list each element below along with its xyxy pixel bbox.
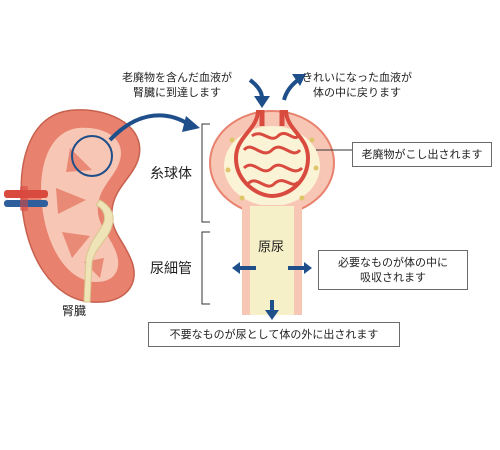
kidney-illustration: [4, 109, 141, 303]
reabsorb-callout-line2: 吸収されます: [360, 271, 426, 284]
filter-callout-text: 老廃物がこし出されます: [361, 148, 483, 161]
inflow-arrowhead: [254, 96, 270, 108]
outflow-caption-line2: 体の中に戻ります: [313, 86, 401, 99]
tubule-label: 尿細管: [150, 261, 192, 277]
inflow-arrow: [248, 78, 264, 99]
zoom-connector-arrow: [108, 113, 192, 142]
reabsorb-callout: 必要なものが体の中に 吸収されます: [318, 250, 468, 290]
inflow-caption-line2: 腎臓に到達します: [133, 86, 221, 99]
filter-callout: 老廃物がこし出されます: [352, 142, 492, 167]
zoom-connector-arrowhead: [182, 116, 200, 132]
glomerulus-label: 糸球体: [150, 166, 192, 182]
excrete-callout-text: 不要なものが尿として体の外に出されます: [169, 328, 379, 341]
glomerulus-capsule: [209, 109, 335, 315]
inflow-caption: 老廃物を含んだ血液が 腎臓に到達します: [122, 70, 232, 100]
outflow-caption-line1: きれいになった血液が: [302, 71, 412, 84]
inflow-caption-line1: 老廃物を含んだ血液が: [122, 71, 232, 84]
outflow-arrow: [282, 78, 300, 101]
outflow-arrowhead: [292, 74, 306, 86]
excrete-callout: 不要なものが尿として体の外に出されます: [148, 322, 400, 347]
tubule-bracket: [201, 231, 210, 305]
reabsorb-callout-line1: 必要なものが体の中に: [338, 256, 448, 269]
excrete-arrowhead: [265, 310, 279, 320]
urine-label: 原尿: [258, 240, 285, 255]
outflow-caption: きれいになった血液が 体の中に戻ります: [302, 70, 412, 100]
kidney-label: 腎臓: [62, 304, 87, 318]
reabsorb-arrows: [232, 262, 312, 274]
glomerulus-bracket: [201, 123, 210, 223]
